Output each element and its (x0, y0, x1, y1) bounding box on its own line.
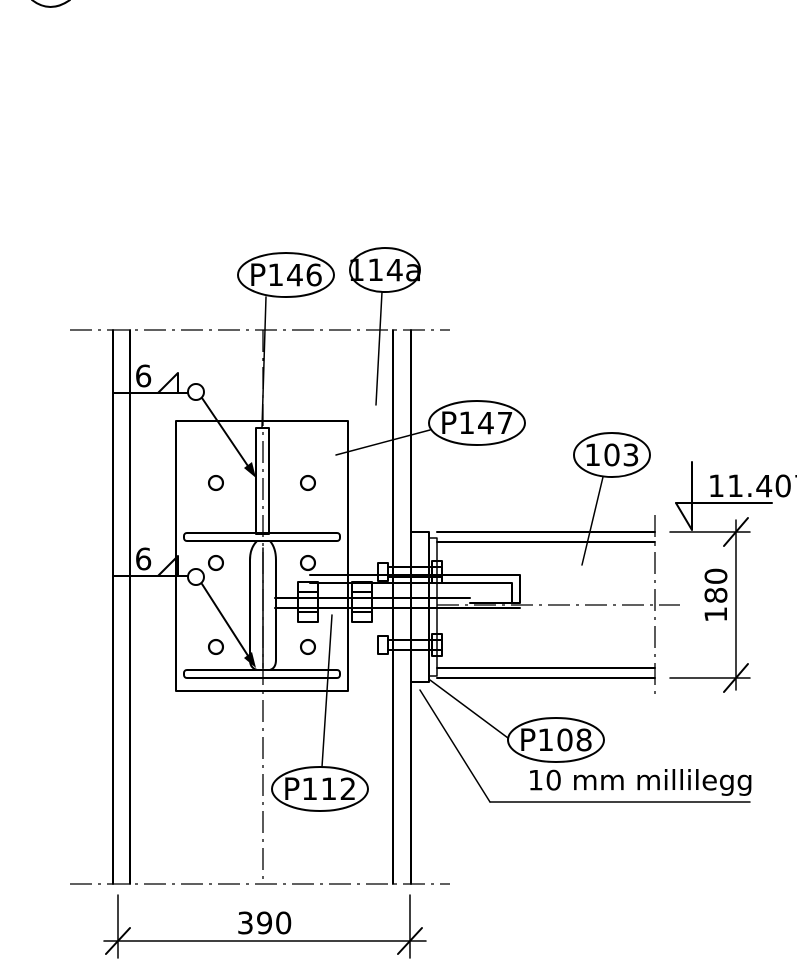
dim-180-tick-bottom (723, 663, 749, 693)
bolt-hole (299, 474, 317, 492)
leader-p112 (321, 614, 333, 768)
tag-103: 103 (573, 432, 651, 478)
bolt-hole (299, 638, 317, 656)
section-bottom-flange (183, 669, 341, 679)
leader-p147 (335, 429, 431, 456)
bolt-hole (207, 554, 225, 572)
section-web (249, 540, 277, 671)
elevation-value: 11.407 (707, 470, 797, 505)
tag-p147: P147 (428, 400, 526, 446)
leader-114a (375, 291, 383, 406)
tag-p146: P146 (237, 252, 335, 298)
bolt-hole (207, 474, 225, 492)
dim-390-tick-right (397, 927, 423, 955)
tag-p112: P112 (271, 766, 369, 812)
bolt-row-top (377, 560, 443, 584)
elevation-triangle (675, 502, 693, 531)
dim-390-tick-left (105, 927, 131, 955)
tag-p147-label: P147 (439, 407, 514, 442)
dim-180-tick-top (723, 517, 749, 547)
bolt-hole (299, 554, 317, 572)
weld-all-around-upper (187, 383, 205, 401)
dim-180-value: 180 (700, 567, 735, 624)
weld-size-lower: 6 (134, 543, 153, 578)
leader-103 (581, 476, 604, 566)
tag-103-label: 103 (583, 439, 640, 474)
section-top-flange (183, 532, 341, 542)
dim-390-value: 390 (236, 907, 293, 942)
weld-all-around-lower (187, 568, 205, 586)
shim-note-leader (419, 689, 491, 803)
tag-p146-label: P146 (248, 259, 323, 294)
tag-p108-label: P108 (518, 724, 593, 759)
leader-p108 (429, 679, 509, 739)
leader-p146 (261, 296, 267, 429)
tag-p108: P108 (507, 717, 605, 763)
tag-p112-label: P112 (282, 773, 357, 808)
shim-note: 10 mm millilegg (527, 764, 754, 797)
bracket-p112 (309, 574, 521, 604)
weld-arrowhead-upper (244, 462, 256, 478)
weld-size-upper: 6 (134, 360, 153, 395)
bolt-hole (207, 638, 225, 656)
tag-114a-label: 114a (347, 254, 423, 289)
bolt-row-bottom (377, 633, 443, 657)
weld-fillet-symbol-upper (157, 372, 179, 394)
weld-arrow-upper (201, 397, 253, 473)
weld-arrowhead-lower (244, 652, 256, 668)
section-marker-fragment (31, 0, 71, 8)
bracket-bolt-left (297, 581, 319, 623)
bracket-bolt-right (351, 581, 373, 623)
weld-fillet-symbol-lower (157, 555, 179, 577)
tag-114a: 114a (347, 247, 423, 293)
weld-arrow-lower (201, 583, 253, 663)
plate-p147 (175, 420, 349, 692)
